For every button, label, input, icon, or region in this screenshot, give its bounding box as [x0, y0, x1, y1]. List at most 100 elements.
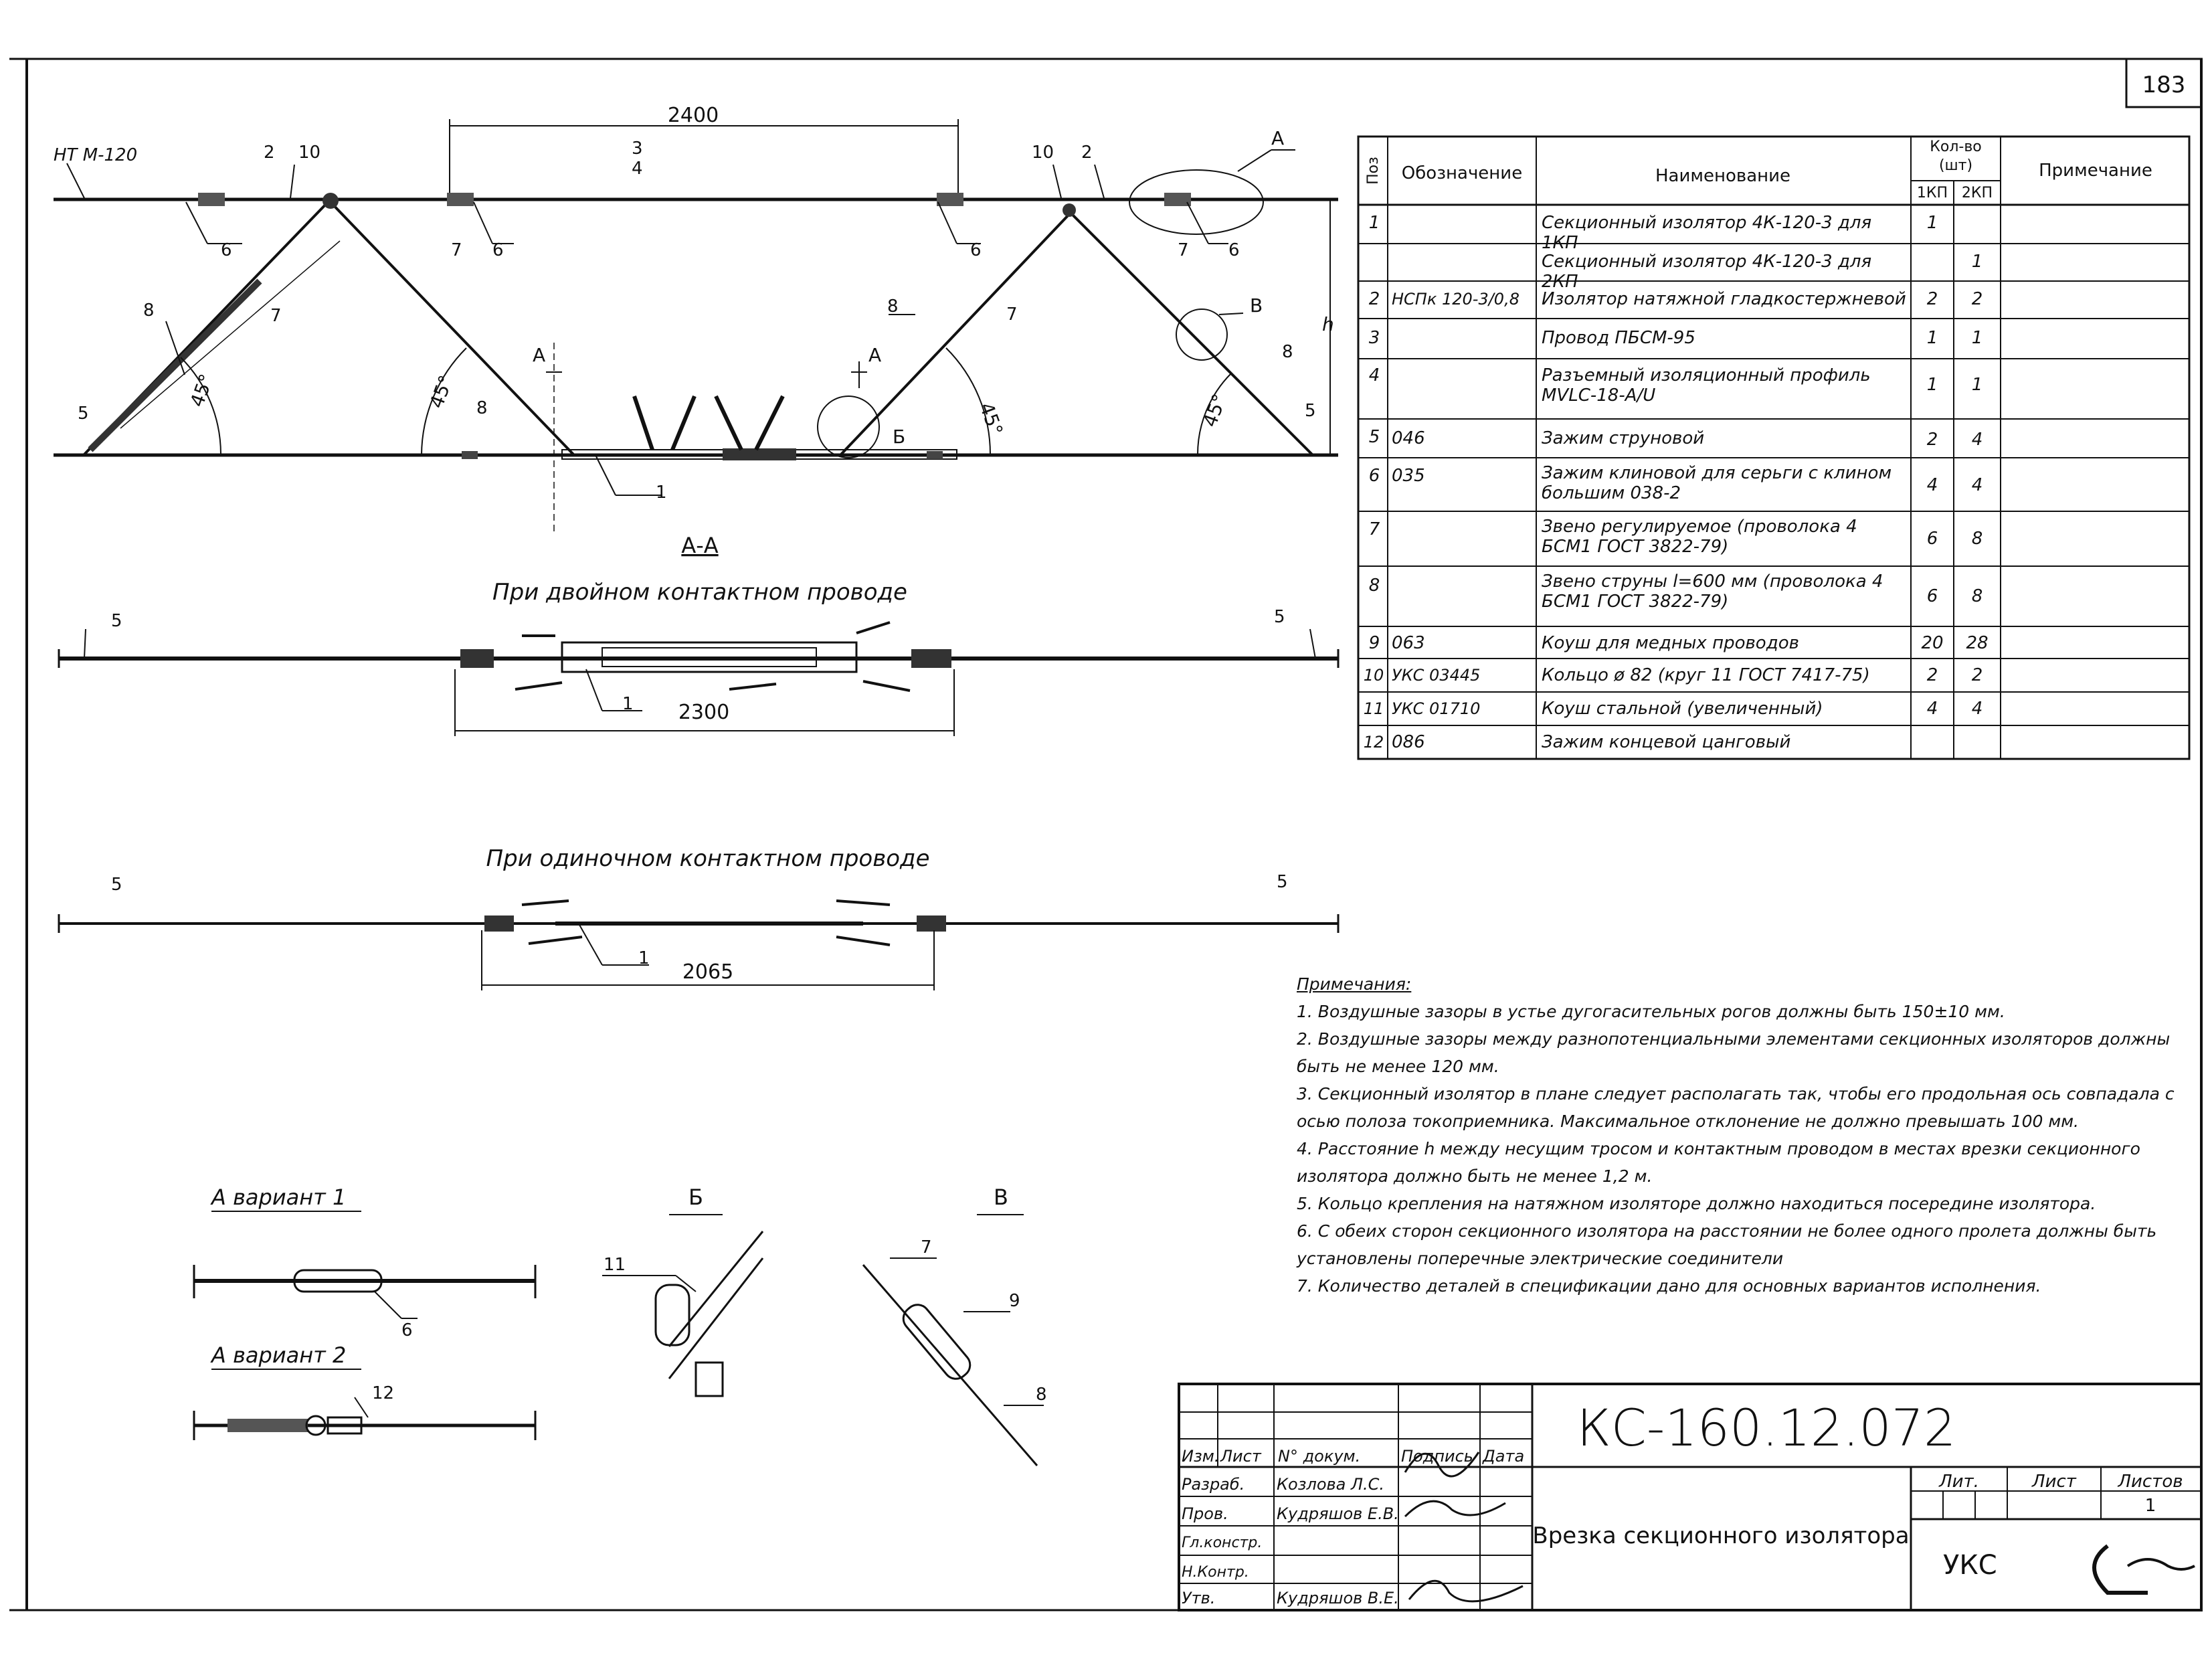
spec-q2: 28 [1966, 633, 1989, 653]
callout-a: А [1271, 127, 1284, 149]
spec-name: Зажим клиновой для серьги с клином больш… [1542, 463, 1892, 503]
pos-10-left: 10 [298, 143, 320, 163]
single-wire-labels: При одиночном контактном проводе 2065 5 … [111, 845, 1288, 984]
angle-2: 45° [426, 372, 458, 411]
section-mark-left: А [533, 344, 545, 366]
pos-7-c: 7 [270, 306, 282, 326]
pos-1-single: 1 [638, 948, 650, 968]
pos-8-a: 8 [143, 300, 155, 321]
pos-7-detail: 7 [921, 1237, 932, 1257]
spec-q2: 8 [1971, 529, 1983, 549]
title-block-grid [1178, 1383, 2203, 1611]
pos-8-b: 8 [476, 398, 488, 418]
pos-2-right: 2 [1081, 143, 1093, 163]
pos-6-c: 6 [970, 240, 982, 260]
pos-5-double-right: 5 [1274, 607, 1285, 627]
spec-des: 046 [1392, 428, 1425, 448]
pos-3: 3 [632, 139, 643, 159]
spec-pos: 8 [1368, 576, 1380, 596]
pos-5-b: 5 [1305, 401, 1316, 421]
col-date: Дата [1482, 1447, 1524, 1466]
spec-des: 086 [1392, 732, 1425, 752]
pos-9: 9 [1009, 1291, 1020, 1311]
spec-q1: 4 [1926, 475, 1938, 495]
angle-4: 45° [1199, 391, 1231, 430]
pos-8-d: 8 [1282, 342, 1293, 362]
col-doc: N° докум. [1278, 1447, 1360, 1466]
note-item: 7. Количество деталей в спецификации дан… [1297, 1276, 2041, 1296]
spec-pos: 2 [1368, 289, 1380, 309]
spec-name: Секционный изолятор 4К-120-3 для 1КП [1542, 213, 1872, 253]
spec-des: УКС 01710 [1392, 699, 1481, 718]
main-elevation [54, 119, 1338, 535]
pos-6-d: 6 [1228, 240, 1240, 260]
list-label: Лист [2031, 1472, 2077, 1492]
notes-block: Примечания: 1. Воздушные зазоры в устье … [1297, 970, 2187, 1300]
spec-pos: 10 [1363, 666, 1384, 685]
spec-q1: 4 [1926, 699, 1938, 719]
spec-pos: 7 [1368, 519, 1380, 539]
drawing-title: Врезка секционного изолятора [1532, 1522, 1909, 1549]
spec-name: Звено струны l=600 мм (проволока 4 БСМ1 … [1542, 572, 1883, 612]
pos-5-a: 5 [78, 404, 89, 424]
razrab-label: Разраб. [1182, 1475, 1245, 1494]
spec-q2: 2 [1971, 289, 1983, 309]
pos-8-detail: 8 [1036, 1385, 1047, 1405]
spec-header-pos: Поз [1365, 157, 1382, 185]
pos-2-left: 2 [264, 143, 275, 163]
lit-label: Лит. [1938, 1472, 1979, 1492]
spec-q1: 6 [1926, 586, 1938, 606]
angle-3: 45° [975, 400, 1007, 438]
section-aa-labels: А-А При двойном контактном проводе 2300 … [111, 533, 1285, 724]
spec-q1: 1 [1926, 213, 1938, 233]
col-izm: Изм. [1182, 1447, 1219, 1466]
spec-q1: 2 [1926, 665, 1938, 685]
listov-label: Листов [2117, 1472, 2183, 1492]
spec-q1: 1 [1926, 328, 1938, 348]
spec-des: 063 [1392, 633, 1425, 653]
single-wire-view [58, 899, 1340, 990]
spec-header-note: Примечание [2039, 161, 2152, 181]
note-item: 2. Воздушные зазоры между разнопотенциал… [1297, 1029, 2171, 1076]
spec-q2: 4 [1971, 699, 1983, 719]
dim-2065: 2065 [682, 960, 733, 984]
org-name: УКС [1943, 1550, 1997, 1581]
sheet-frame [9, 58, 2203, 1611]
double-wire-title: При двойном контактном проводе [492, 579, 907, 606]
sheet-number: 183 [2142, 72, 2186, 98]
pos-4: 4 [632, 159, 643, 179]
section-title: А-А [681, 533, 718, 558]
pos-1-double: 1 [622, 694, 634, 714]
single-wire-title: При одиночном контактном проводе [486, 845, 930, 872]
utv-label: Утв. [1182, 1589, 1215, 1607]
spec-header-designation: Обозначение [1401, 163, 1523, 183]
razrab-name: Козлова Л.С. [1277, 1475, 1384, 1494]
prov-label: Пров. [1182, 1504, 1228, 1523]
notes-heading: Примечания: [1297, 974, 1412, 994]
pos-6-var1: 6 [401, 1320, 413, 1340]
utv-name: Кудряшов В.Е. [1277, 1589, 1399, 1607]
dim-2300: 2300 [678, 701, 729, 724]
spec-name: Звено регулируемое (проволока 4 БСМ1 ГОС… [1542, 517, 1857, 557]
prov-name: Кудряшов Е.В. [1277, 1504, 1399, 1523]
spec-pos: 4 [1368, 365, 1380, 385]
note-item: 3. Секционный изолятор в плане следует р… [1297, 1084, 2175, 1131]
section-aa-double [58, 621, 1340, 736]
spec-q1: 1 [1926, 375, 1938, 395]
variant1-title: А вариант 1 [210, 1185, 346, 1210]
spec-pos: 6 [1368, 466, 1380, 486]
spec-name: Изолятор натяжной гладкостержневой [1542, 289, 1906, 309]
detail-views [193, 1211, 1044, 1466]
pos-7-a: 7 [451, 240, 462, 260]
col-list: Лист [1220, 1447, 1262, 1466]
spec-q2: 4 [1971, 475, 1983, 495]
spec-q2: 1 [1971, 375, 1983, 395]
note-item: 6. С обеих сторон секционного изолятора … [1297, 1221, 2157, 1268]
spec-name: Коуш стальной (увеличенный) [1542, 699, 1823, 719]
spec-name: Зажим струновой [1542, 428, 1705, 448]
variant2-title: А вариант 2 [210, 1342, 346, 1368]
spec-pos: 5 [1368, 427, 1380, 447]
detail-labels: А вариант 1 А вариант 2 Б В 6 12 11 7 9 … [210, 1185, 1047, 1405]
spec-q1: 2 [1926, 289, 1938, 309]
